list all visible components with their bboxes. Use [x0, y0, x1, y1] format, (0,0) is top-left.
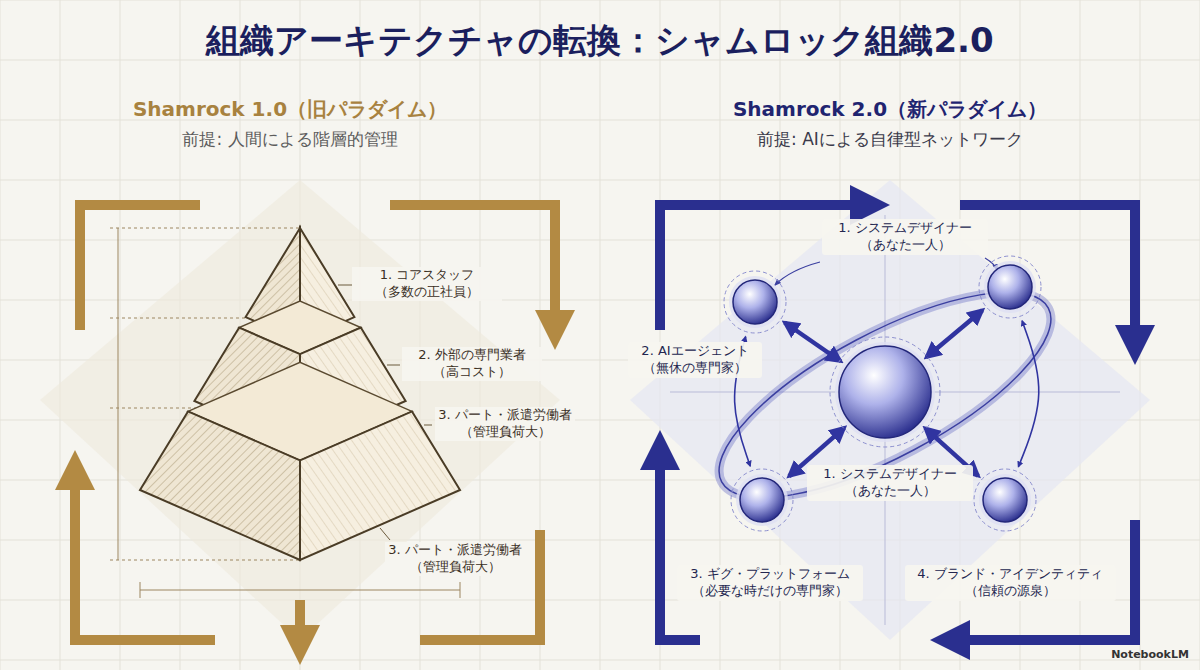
sphere [721, 268, 789, 336]
tier-label: 3. パート・派遣労働者 （管理負荷大） [385, 542, 525, 576]
agent-sphere-node: 1. システムデザイナー （あなた一人） [988, 265, 1032, 309]
sphere [728, 466, 796, 534]
panel-subtitle: 前提: 人間による階層的管理 [60, 128, 520, 150]
agent-sphere-node: 1. システムデザイナー （あなた一人） [839, 346, 931, 438]
page-title: 組織アーキテクチャの転換：シャムロック組織2.0 [0, 18, 1200, 62]
node-label: 2. AIエージェント （無休の専門家） [628, 342, 762, 378]
node-label: 1. システムデザイナー （あなた一人） [807, 465, 973, 501]
panel-heading: Shamrock 1.0（旧パラダイム） [60, 96, 520, 122]
agent-sphere-node: 3. ギグ・プラットフォーム （必要な時だけの専門家） [740, 478, 784, 522]
sphere [976, 253, 1044, 321]
connector-arrow [926, 310, 982, 357]
connector-arrow [785, 322, 841, 361]
node-label: 1. システムデザイナー （あなた一人） [822, 219, 988, 255]
agent-sphere-node: 4. ブランド・アイデンティティ （信頼の源泉） [983, 478, 1027, 522]
sphere [971, 466, 1039, 534]
sphere [827, 334, 943, 450]
tier-label: 1. コアスタッフ （多数の正社員） [352, 267, 502, 301]
connector-arrow [1018, 321, 1038, 467]
tier-label: 2. 外部の専門業者 （高コスト） [402, 347, 542, 381]
panel-subtitle: 前提: AIによる自律型ネットワーク [660, 128, 1120, 150]
watermark: NotebookLM [1105, 648, 1195, 662]
tier-label: 3. パート・派遣労働者 （管理負荷大） [435, 407, 575, 441]
agent-sphere-node: 2. AIエージェント （無休の専門家） [733, 280, 777, 324]
panel-heading: Shamrock 2.0（新パラダイム） [660, 96, 1120, 122]
node-label: 3. ギグ・プラットフォーム （必要な時だけの専門家） [677, 565, 863, 601]
node-label: 4. ブランド・アイデンティティ （信頼の源泉） [905, 565, 1116, 601]
